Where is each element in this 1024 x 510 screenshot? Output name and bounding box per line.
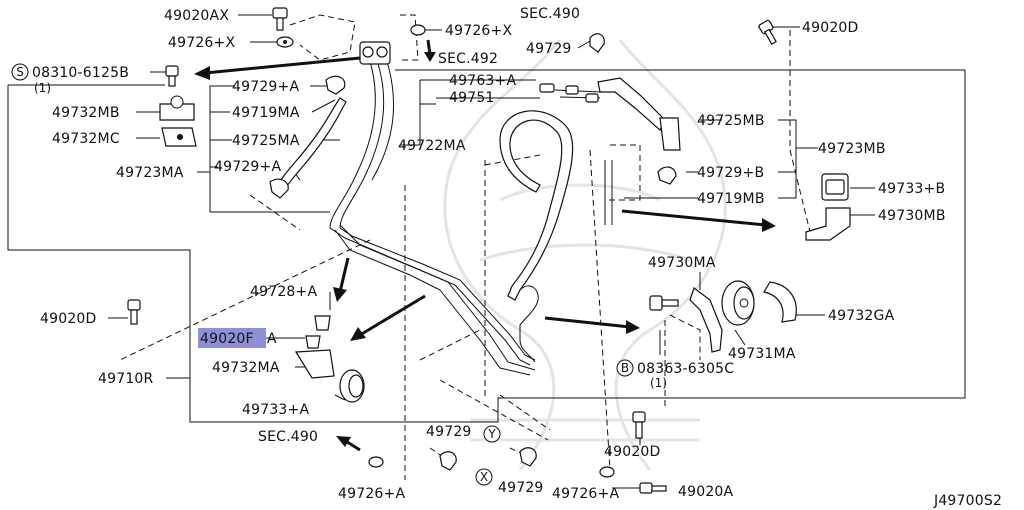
label-49732mc[interactable]: 49732MC <box>52 131 120 147</box>
label-sec490-top[interactable]: SEC.490 <box>520 6 580 22</box>
label-49729b[interactable]: 49729+B <box>697 165 764 181</box>
y-marker-text: Y <box>487 427 496 441</box>
bolt-49020d-top-icon <box>758 19 777 45</box>
label-49020f[interactable]: 49020F <box>200 331 254 347</box>
label-49725mb[interactable]: 49725MB <box>697 113 765 129</box>
bolt-49020a-icon <box>639 482 667 494</box>
label-49020d-left[interactable]: 49020D <box>40 311 97 327</box>
leader-lines <box>108 14 875 489</box>
pipe-assembly <box>274 41 666 376</box>
label-49719mb[interactable]: 49719MB <box>697 191 765 207</box>
label-sec492[interactable]: SEC.492 <box>438 51 498 67</box>
washer-49726x-icon <box>276 36 294 48</box>
label-49020a[interactable]: 49020A <box>678 484 734 500</box>
x-marker-text: X <box>480 470 488 484</box>
label-49751[interactable]: 49751 <box>449 90 495 106</box>
label-sec490-bottom[interactable]: SEC.490 <box>258 429 318 445</box>
bolt-08363-icon <box>649 295 679 311</box>
clamp-49729-bottom-left-icon <box>439 451 457 471</box>
clamp-49729a-lower-icon <box>269 178 289 199</box>
clamp-49020f-icon <box>305 335 321 349</box>
s-marker <box>11 63 29 81</box>
label-49728a[interactable]: 49728+A <box>250 284 317 300</box>
bolt-49020ax-icon <box>272 7 288 31</box>
frame-outline <box>7 69 966 423</box>
circled-markers: S B X Y <box>11 63 634 486</box>
y-marker <box>483 425 501 443</box>
clamp-49729a-upper-icon <box>325 75 346 95</box>
washer-49726a-right-icon <box>599 466 615 478</box>
bolt-49020d-bottom-icon <box>632 411 646 439</box>
clamp-49729b-icon <box>657 166 677 185</box>
clamp-49729-top-icon <box>589 33 605 53</box>
label-49730ma[interactable]: 49730MA <box>648 255 716 271</box>
label-49732ga[interactable]: 49732GA <box>828 308 895 324</box>
hose-49725mb-icon <box>659 117 681 151</box>
label-49725ma[interactable]: 49725MA <box>232 133 300 149</box>
hardware-parts <box>127 7 851 494</box>
label-08310-qty: (1) <box>34 81 51 95</box>
label-49020f-suffix: A <box>267 331 277 347</box>
grommet-49728a-icon <box>314 315 331 331</box>
washer-49726a-left-icon <box>368 456 384 468</box>
watermark-emblem <box>443 39 727 471</box>
label-49729-bottom-1[interactable]: 49729 <box>426 424 472 440</box>
x-marker <box>475 468 493 486</box>
label-49729-top[interactable]: 49729 <box>526 41 572 57</box>
clamp-49729-bottom-right-icon <box>519 447 537 467</box>
label-49726a-right[interactable]: 49726+A <box>552 486 619 502</box>
label-49723ma[interactable]: 49723MA <box>116 165 184 181</box>
grommet-49731ma-icon <box>721 280 755 326</box>
bracket-49730ma-icon <box>689 287 723 353</box>
label-08363-6305c[interactable]: 08363-6305C <box>637 361 734 377</box>
label-49020ax[interactable]: 49020AX <box>164 8 229 24</box>
direction-arrows <box>194 39 776 452</box>
label-49726x-top[interactable]: 49726+X <box>168 35 235 51</box>
label-49729a-2[interactable]: 49729+A <box>214 159 281 175</box>
label-49730mb[interactable]: 49730MB <box>878 208 946 224</box>
washer-49726x-right-icon <box>410 24 426 36</box>
label-49763a[interactable]: 49763+A <box>449 73 516 89</box>
diagram-code: J49700S2 <box>933 493 1002 509</box>
label-49732ma[interactable]: 49732MA <box>212 360 280 376</box>
label-49719ma[interactable]: 49719MA <box>232 105 300 121</box>
bolt-08310-icon <box>165 65 179 87</box>
label-49733a[interactable]: 49733+A <box>242 402 309 418</box>
label-49020d-bottom[interactable]: 49020D <box>604 444 661 460</box>
clamp-49732ga-icon <box>763 281 797 323</box>
label-08363-qty: (1) <box>650 376 667 390</box>
label-49732mb[interactable]: 49732MB <box>52 105 120 121</box>
label-08310-6125b[interactable]: 08310-6125B <box>32 65 129 81</box>
label-49726a-left[interactable]: 49726+A <box>338 486 405 502</box>
grommet-49733a-icon <box>339 369 365 403</box>
bolt-49020d-left-icon <box>127 299 141 325</box>
s-marker-text: S <box>16 65 24 79</box>
fitting-49763a-icon <box>539 83 555 93</box>
bracket-49730mb-icon <box>805 207 851 241</box>
highlighted-part-box <box>198 328 266 348</box>
label-49722ma[interactable]: 49722MA <box>398 138 466 154</box>
label-49733b[interactable]: 49733+B <box>878 181 945 197</box>
clamp-49732ma-icon <box>294 349 335 379</box>
label-49723mb[interactable]: 49723MB <box>818 141 886 157</box>
label-49710r[interactable]: 49710R <box>98 371 154 387</box>
b-marker <box>616 359 634 377</box>
label-49020d-top[interactable]: 49020D <box>802 20 859 36</box>
b-marker-text: B <box>621 361 629 375</box>
label-49731ma[interactable]: 49731MA <box>728 346 796 362</box>
label-49729-bottom-2[interactable]: 49729 <box>498 480 544 496</box>
part-labels: 49020AX 49726+X 49726+X SEC.490 SEC.492 … <box>32 6 1002 509</box>
label-49726x-right[interactable]: 49726+X <box>445 23 512 39</box>
label-49729a-1[interactable]: 49729+A <box>232 79 299 95</box>
